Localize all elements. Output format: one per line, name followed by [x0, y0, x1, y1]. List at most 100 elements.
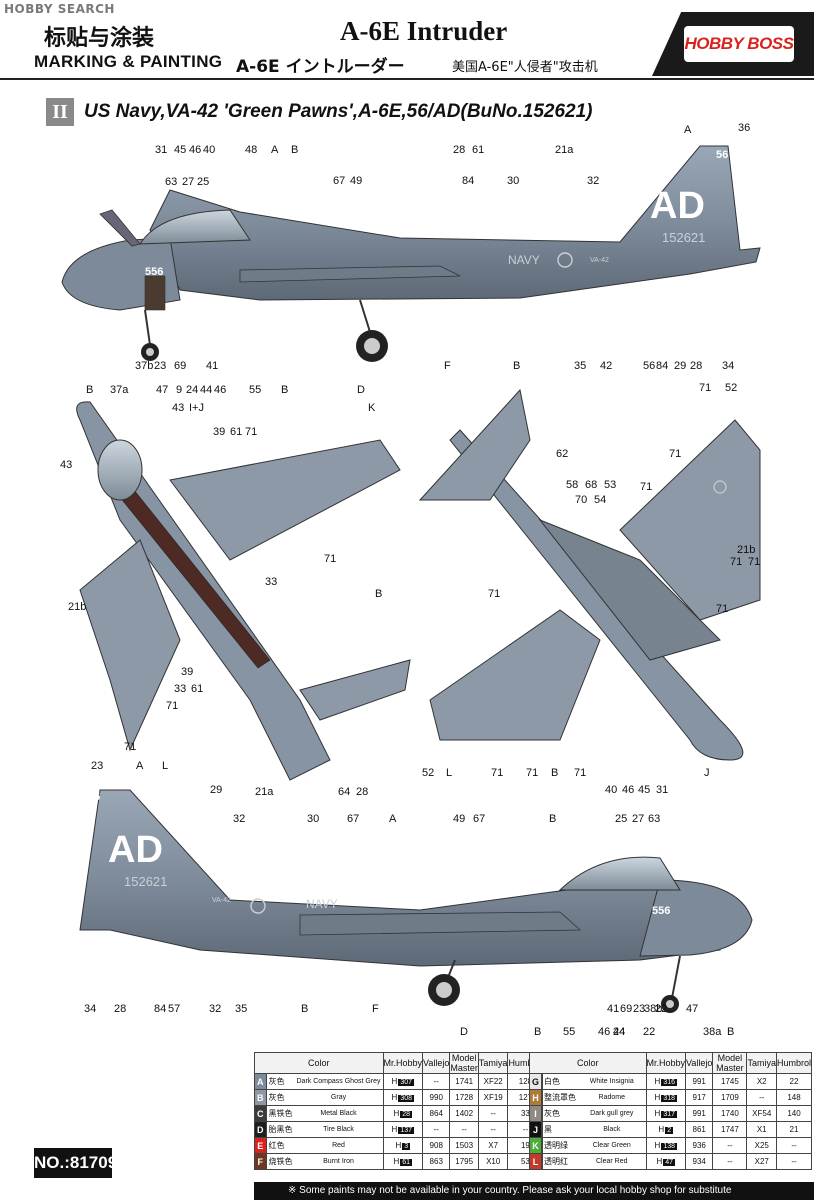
- callout-label: 21a: [255, 786, 274, 798]
- model-master-code: --: [712, 1137, 748, 1154]
- callout-label: F: [372, 1003, 379, 1015]
- callout-label: 31: [155, 144, 168, 156]
- callout-label: 71: [574, 767, 587, 779]
- callout-label: B: [551, 767, 559, 779]
- callout-label: 71: [324, 553, 337, 565]
- callout-label: 56: [643, 360, 656, 372]
- model-master-code: 1747: [712, 1121, 748, 1138]
- callout-label: 46: [622, 784, 635, 796]
- color-letter: A: [254, 1073, 267, 1090]
- vallejo-code: 864: [422, 1105, 451, 1122]
- callout-label: 38a: [703, 1026, 722, 1038]
- color-name-cn: 灰色: [265, 1089, 295, 1106]
- callout-label: 52: [422, 767, 435, 779]
- callout-label: 40: [605, 784, 618, 796]
- col-vallejo: Vallejo: [685, 1052, 714, 1074]
- color-name-en: Clear Green: [578, 1137, 647, 1154]
- callout-label: 45: [638, 784, 651, 796]
- model-master-code: 1709: [712, 1089, 748, 1106]
- callout-label: 42: [600, 360, 613, 372]
- color-table-right: Color Mr.Hobby Vallejo Model Master Tami…: [528, 1052, 813, 1170]
- color-letter: D: [254, 1121, 267, 1138]
- model-master-code: 1795: [449, 1153, 479, 1170]
- callout-label: 25: [615, 813, 628, 825]
- vallejo-code: --: [422, 1121, 451, 1138]
- fuselage-navy: NAVY: [508, 253, 540, 267]
- vallejo-code: 991: [685, 1073, 714, 1090]
- callout-label: 33: [174, 683, 187, 695]
- callout-label: 28: [453, 144, 466, 156]
- humbrol-code: 21: [775, 1121, 813, 1138]
- callout-label: B: [513, 360, 521, 372]
- callout-label: 61: [230, 426, 243, 438]
- callout-label: 24: [613, 1026, 626, 1038]
- callout-label: B: [534, 1026, 542, 1038]
- callout-label: L: [162, 760, 169, 772]
- header-rule: [0, 78, 814, 80]
- tail-buno: 152621: [662, 230, 705, 245]
- color-name-cn: 红色: [265, 1137, 295, 1154]
- callout-label: F: [444, 360, 451, 372]
- tamiya-code: XF19: [477, 1089, 509, 1106]
- callout-label: J: [704, 767, 710, 779]
- humbrol-code: --: [775, 1137, 813, 1154]
- col-humbrol: Humbrol: [775, 1052, 813, 1074]
- callout-label: 30: [307, 813, 320, 825]
- vallejo-code: 917: [685, 1089, 714, 1106]
- callout-label: 67: [333, 175, 346, 187]
- callout-label: 23: [154, 360, 167, 372]
- callout-label: 22: [655, 1003, 668, 1015]
- callout-label: A: [389, 813, 397, 825]
- tamiya-code: X2: [746, 1073, 777, 1090]
- callout-label: 69: [620, 1003, 633, 1015]
- mrhobby-code-value: 47: [663, 1159, 676, 1166]
- callout-label: 71: [526, 767, 539, 779]
- color-table-left: Color Mr.Hobby Vallejo Model Master Tami…: [254, 1052, 544, 1170]
- tamiya-code: X25: [746, 1137, 777, 1154]
- callout-label: 9: [176, 384, 183, 396]
- humbrol-code: 140: [775, 1105, 813, 1122]
- mrhobby-code-value: 317: [661, 1111, 677, 1118]
- color-letter: F: [254, 1153, 267, 1170]
- callout-label: D: [357, 384, 365, 396]
- color-name-cn: 灰色: [265, 1073, 295, 1090]
- callout-label: A: [684, 124, 692, 136]
- color-letter: L: [528, 1153, 543, 1170]
- model-master-code: 1741: [449, 1073, 479, 1090]
- callout-label: 84: [462, 175, 475, 187]
- callout-label: A: [271, 144, 279, 156]
- color-letter: E: [254, 1137, 267, 1154]
- color-name-cn: 白色: [541, 1073, 579, 1090]
- callout-label: I+J: [189, 402, 204, 414]
- mrhobby-code-value: 308: [398, 1095, 415, 1102]
- callout-label: D: [460, 1026, 468, 1038]
- callout-label: 71: [491, 767, 504, 779]
- callout-label: 45: [174, 144, 187, 156]
- callout-label: L: [446, 767, 453, 779]
- color-letter: C: [254, 1105, 267, 1122]
- col-color: Color: [529, 1052, 647, 1074]
- color-name-cn: 灰色: [541, 1105, 579, 1122]
- callout-label: 32: [233, 813, 246, 825]
- callout-label: 41: [206, 360, 219, 372]
- callout-label: 28: [114, 1003, 127, 1015]
- callout-label: 25: [197, 176, 210, 188]
- mrhobby-code-value: 137: [398, 1127, 415, 1134]
- callout-label: 44: [200, 384, 213, 396]
- callout-label: 71: [716, 603, 729, 615]
- tamiya-code: X27: [746, 1153, 777, 1170]
- color-name-cn: 烧铁色: [265, 1153, 295, 1170]
- color-name-en: White Insignia: [578, 1073, 647, 1090]
- callout-label: 29: [210, 784, 223, 796]
- vallejo-code: 991: [685, 1105, 714, 1122]
